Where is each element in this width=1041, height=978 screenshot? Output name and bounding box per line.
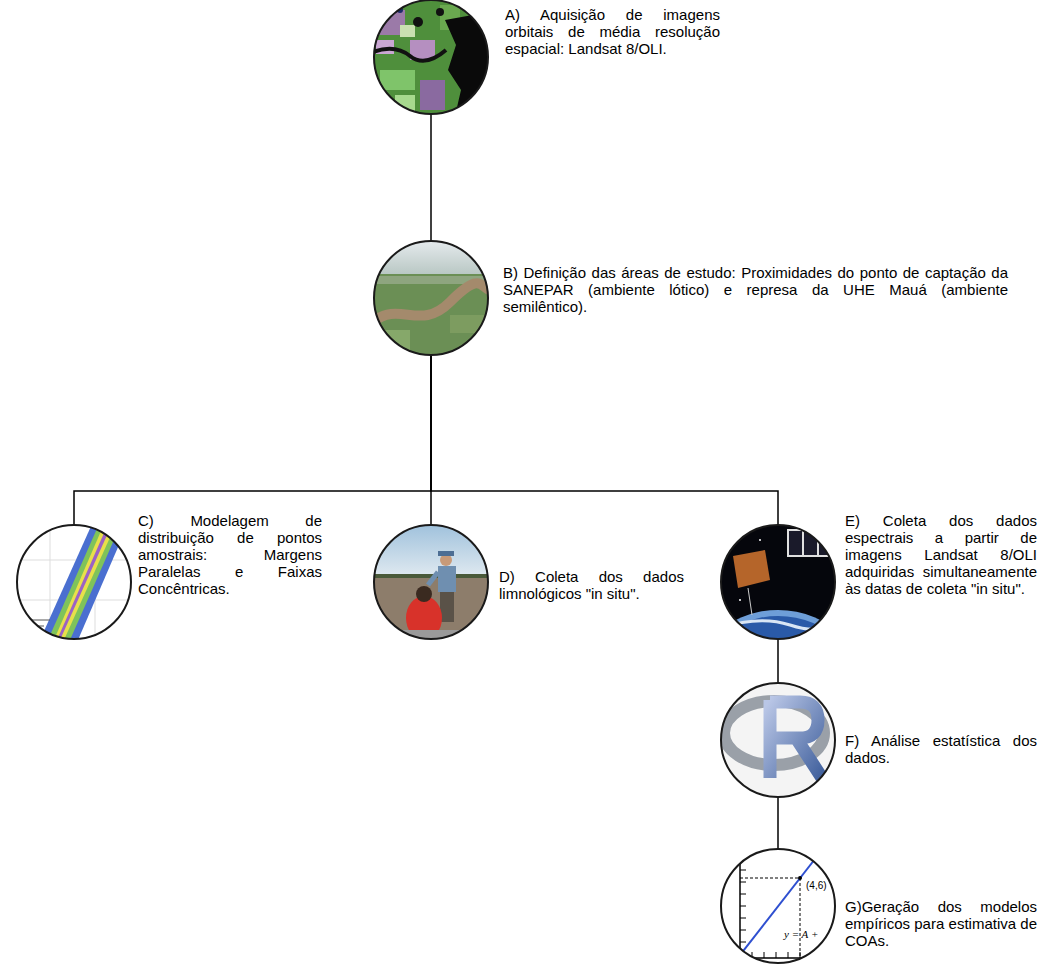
illustration-circle: C) Modelagem de distribuição de pontos a… bbox=[16, 524, 132, 640]
illustration-circle: B) Definição das áreas de estudo: Proxim… bbox=[373, 240, 489, 356]
space-image bbox=[683, 524, 873, 800]
step-description: G)Geração dos modelos empíricos para est… bbox=[845, 898, 1037, 949]
tree-connector bbox=[777, 798, 779, 848]
satellite-image bbox=[373, 0, 489, 116]
step-description: A) Aquisição de imagens orbitais de médi… bbox=[505, 6, 720, 57]
tree-connector bbox=[431, 356, 778, 524]
r-logo bbox=[720, 682, 836, 798]
tree-connector bbox=[74, 356, 431, 524]
chart-annotation: y = A + bbox=[784, 928, 818, 940]
tree-connector bbox=[430, 115, 432, 240]
chart-annotation: (4,6) bbox=[806, 880, 827, 891]
illustration-circle: G)Geração dos modelos empíricos para est… bbox=[720, 848, 836, 964]
illustration-circle: A) Aquisição de imagens orbitais de médi… bbox=[373, 0, 489, 115]
illustration-circle: D) Coleta dos dados limnológicos "in sit… bbox=[373, 524, 489, 640]
step-description: E) Coleta dos dados espectrais a partir … bbox=[845, 512, 1037, 597]
step-description: D) Coleta dos dados limnológicos "in sit… bbox=[499, 568, 684, 602]
illustration-circle: F) Análise estatística dos dados. bbox=[720, 682, 836, 798]
step-description: C) Modelagem de distribuição de pontos a… bbox=[138, 512, 322, 597]
model-chart bbox=[720, 848, 836, 964]
illustration-circle: E) Coleta dos dados espectrais a partir … bbox=[720, 524, 836, 640]
step-description: B) Definição das áreas de estudo: Proxim… bbox=[503, 264, 1008, 315]
sample-map bbox=[16, 524, 132, 640]
step-description: F) Análise estatística dos dados. bbox=[845, 732, 1037, 766]
tree-connector bbox=[777, 640, 779, 682]
river-photo bbox=[373, 240, 489, 356]
fieldwork-photo bbox=[373, 524, 489, 640]
